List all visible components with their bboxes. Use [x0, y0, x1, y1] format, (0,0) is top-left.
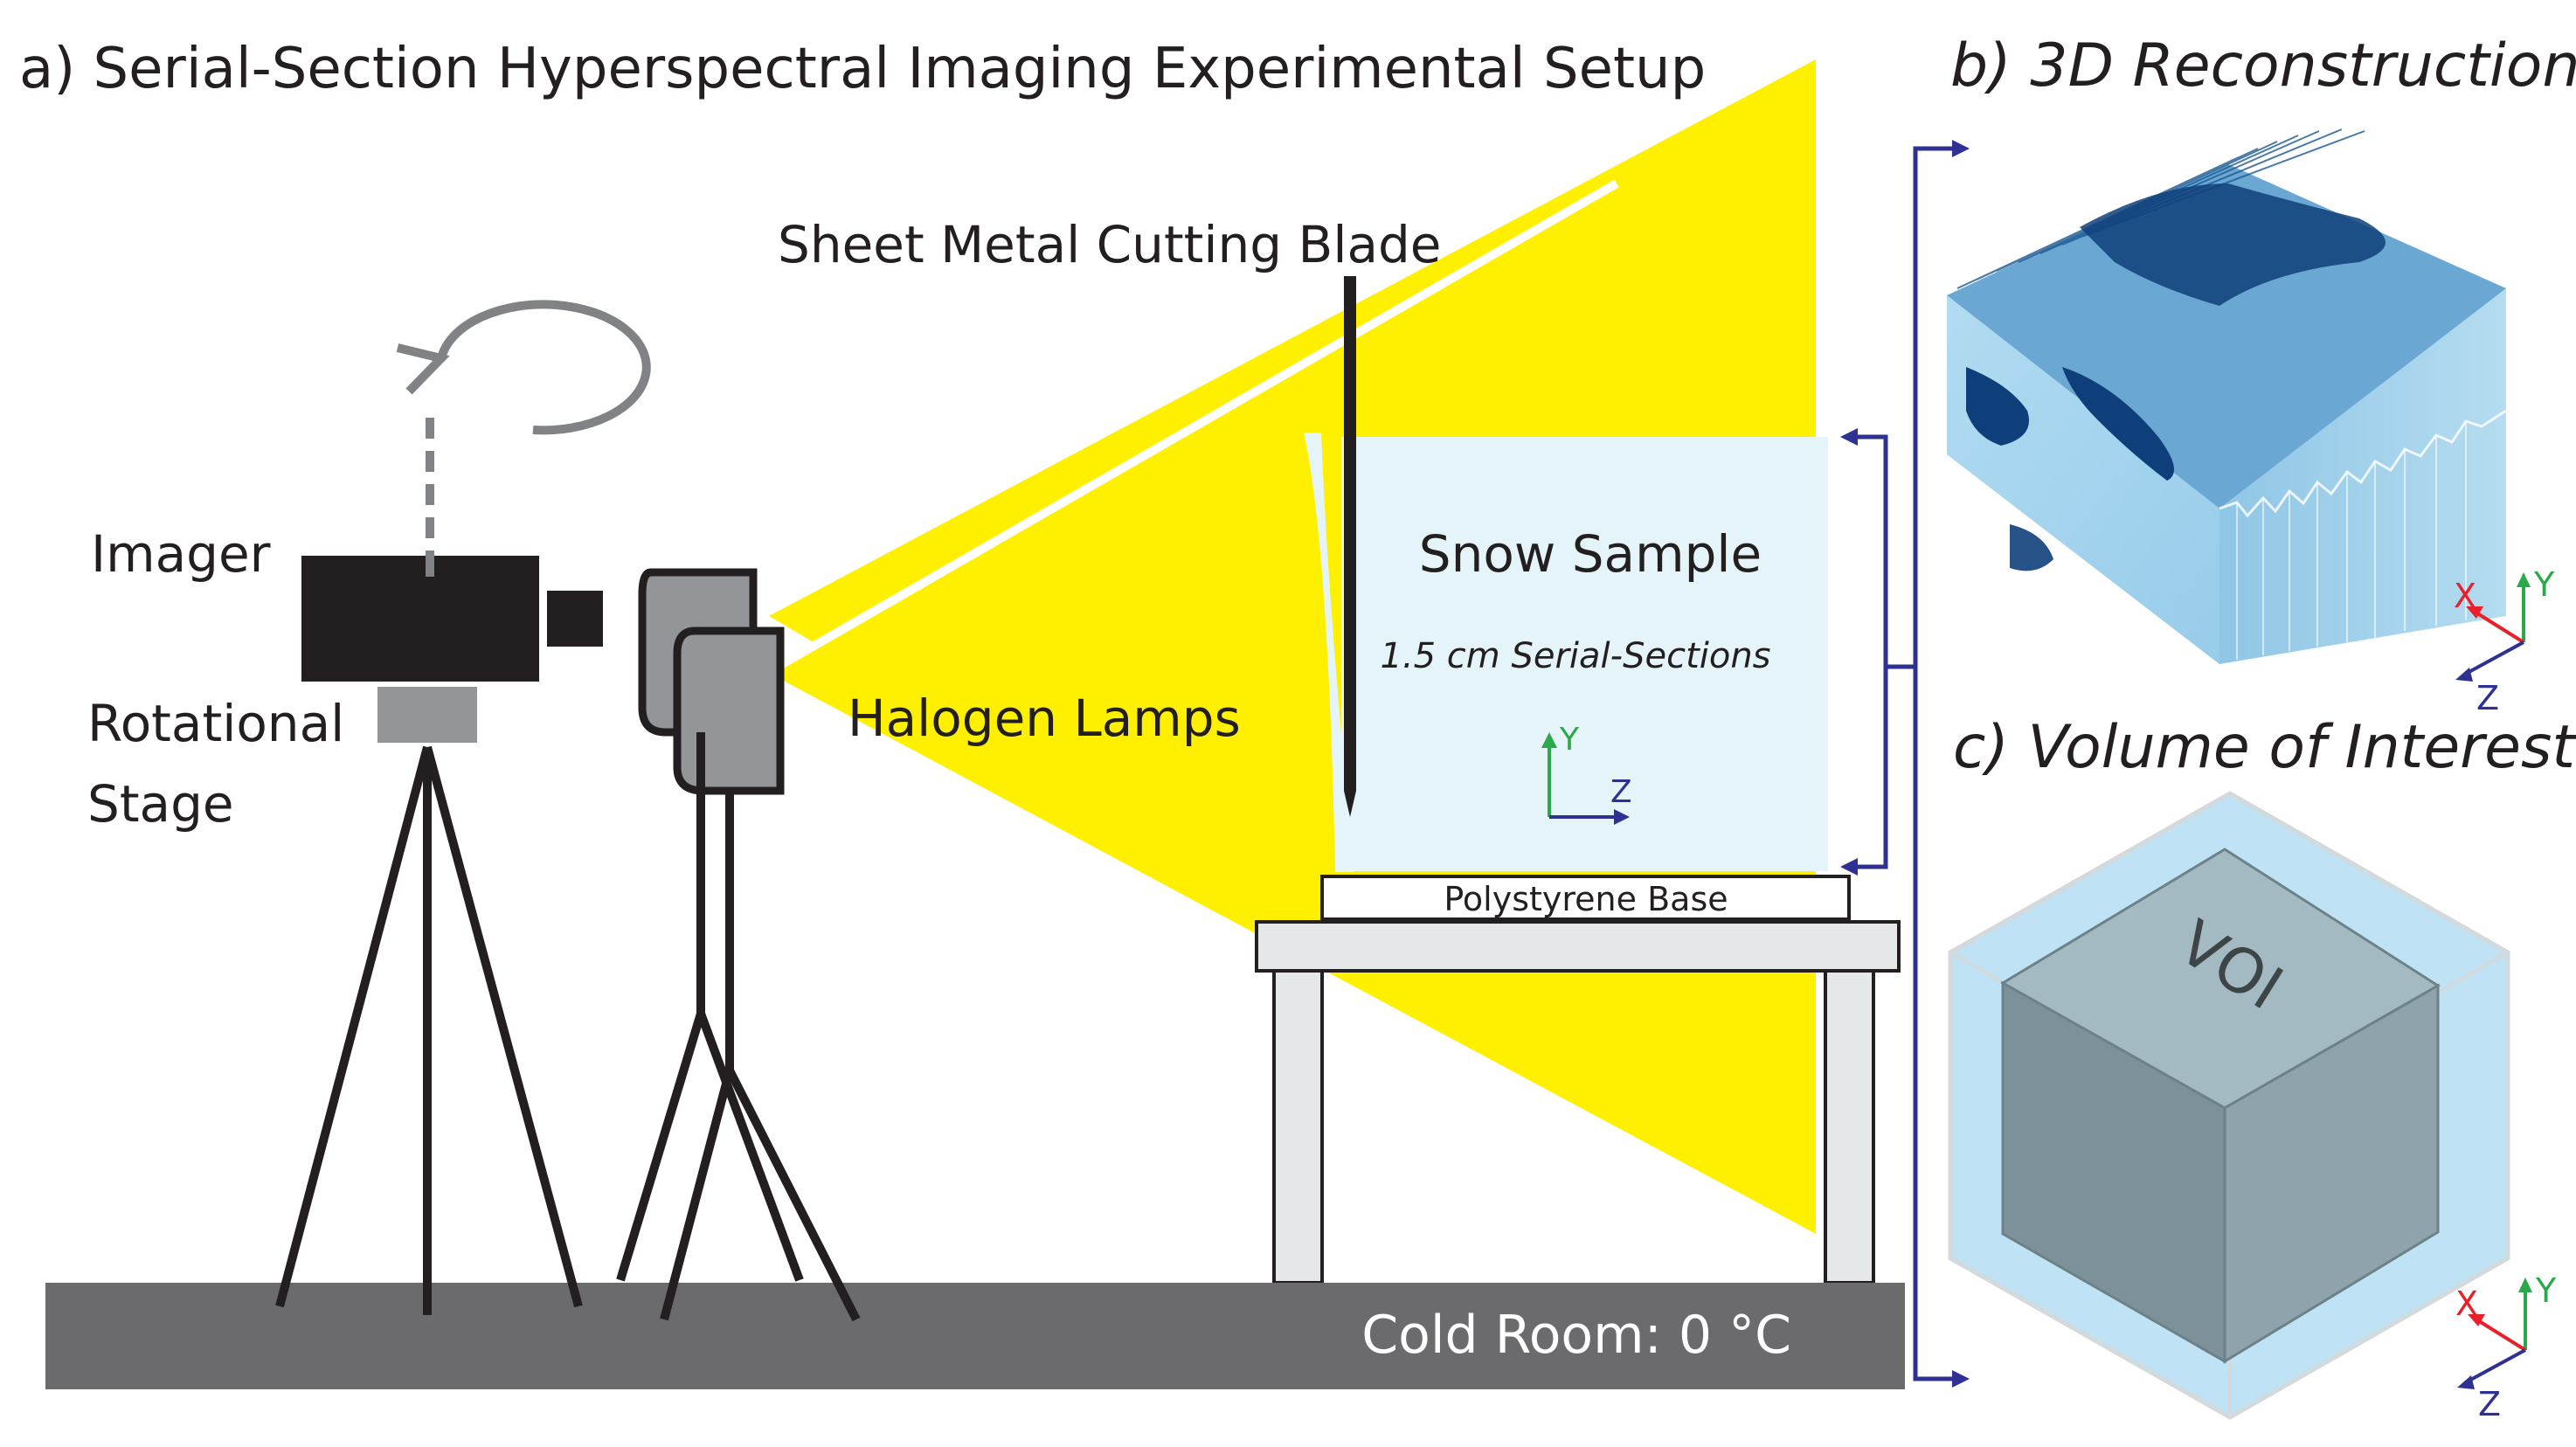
polystyrene-base-label: Polystyrene Base [1444, 880, 1728, 918]
reconstruction-volume [1947, 128, 2507, 664]
voi-axis-z-label: Z [2478, 1385, 2501, 1423]
panel-c-title: c) Volume of Interest [1953, 713, 2576, 782]
table [1255, 920, 1901, 1284]
cold-room-floor [45, 1283, 1905, 1389]
cut-slice [1304, 433, 1354, 872]
lamp-stand [616, 732, 861, 1322]
arrowheads [1840, 140, 1970, 1388]
voi-axis-x-label: X [2455, 1284, 2478, 1323]
voi-inner-cube [2000, 848, 2441, 1364]
sample-axis-y-label: Y [1559, 722, 1580, 758]
imager-camera [301, 556, 603, 682]
panel-b-title: b) 3D Reconstruction [1950, 31, 2576, 100]
bracket-arrows [1851, 146, 1959, 1381]
stage-label: Stage [87, 774, 234, 834]
reconstruction-axis-x-label: X [2454, 577, 2476, 615]
cutting-blade [1344, 276, 1356, 817]
polystyrene-base [1320, 875, 1851, 921]
cold-room-label: Cold Room: 0 °C [1361, 1305, 1791, 1366]
rotational-label: Rotational [87, 694, 344, 753]
slice-sawtooth [2219, 409, 2507, 518]
panel-a-title: a) Serial-Section Hyperspectral Imaging … [19, 37, 1706, 101]
reconstruction-axis-y-label: Y [2533, 565, 2555, 604]
sample-axis-triad: Y Z [1541, 722, 1632, 825]
imager-tripod [275, 745, 583, 1315]
voi-axis-y-label: Y [2535, 1271, 2557, 1310]
snow-sample [1341, 437, 1828, 871]
snow-sample-label: Snow Sample [1419, 524, 1762, 584]
serial-sections-label: 1.5 cm Serial-Sections [1380, 636, 1770, 676]
reconstruction-axis-z-label: Z [2476, 679, 2499, 717]
rotation-arrow-icon [396, 300, 651, 577]
imager-label: Imager [91, 524, 271, 584]
sample-axis-z-label: Z [1610, 774, 1632, 810]
rotational-stage [377, 687, 477, 743]
voi-axis-triad: X Y Z [2455, 1271, 2557, 1423]
cutting-blade-label: Sheet Metal Cutting Blade [778, 215, 1442, 274]
reconstruction-axis-triad: X Y Z [2454, 565, 2555, 717]
halogen-lamp-front [673, 627, 785, 795]
halogen-lamps-label: Halogen Lamps [848, 689, 1241, 748]
